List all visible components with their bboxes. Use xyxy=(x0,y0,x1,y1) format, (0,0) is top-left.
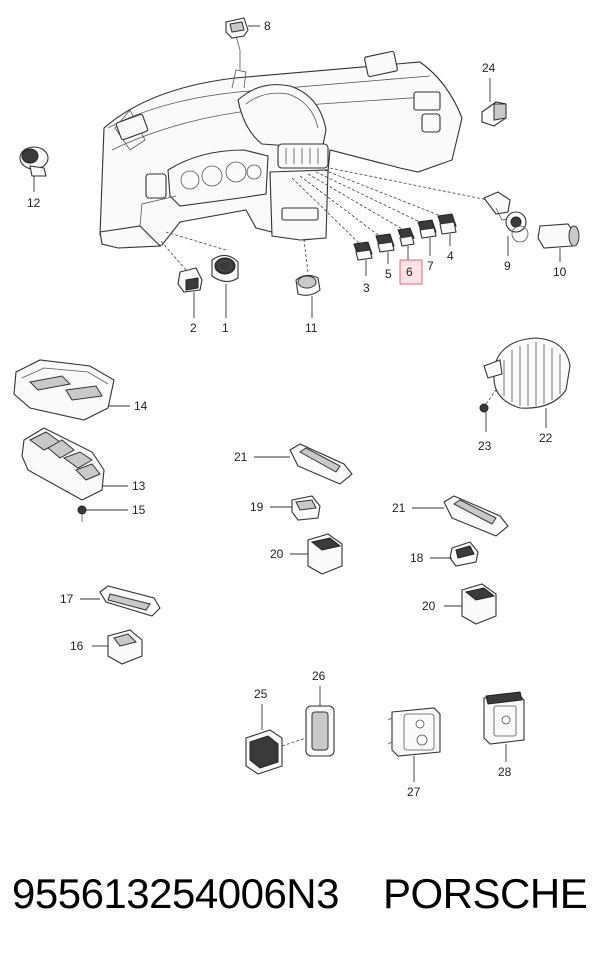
part-20-right: 20 xyxy=(422,583,497,625)
callout-23: 23 xyxy=(478,439,492,453)
callout-16: 16 xyxy=(70,639,84,653)
part-13: 13 xyxy=(21,427,146,501)
part-23: 23 xyxy=(478,389,497,453)
callout-11: 11 xyxy=(305,321,318,335)
callout-22: 22 xyxy=(539,431,553,445)
part-10: 10 xyxy=(537,223,580,279)
part-24: 24 xyxy=(481,61,507,127)
brand-name: PORSCHE xyxy=(383,870,588,917)
part-28: 28 xyxy=(483,691,525,779)
switch-row: 3 5 6 7 4 xyxy=(291,167,489,295)
callout-20-center: 20 xyxy=(270,547,284,561)
part-27: 27 xyxy=(387,707,441,799)
callout-5: 5 xyxy=(385,267,392,281)
callout-20-right: 20 xyxy=(422,599,436,613)
part-18: 18 xyxy=(410,541,479,567)
callout-13: 13 xyxy=(132,479,146,493)
part-17: 17 xyxy=(60,585,161,617)
part-19: 19 xyxy=(250,495,321,521)
callout-6: 6 xyxy=(406,265,413,279)
part-11: 11 xyxy=(295,239,321,335)
callout-14: 14 xyxy=(134,399,148,413)
callout-4: 4 xyxy=(447,249,454,263)
part-21-right: 21 xyxy=(392,495,509,537)
callout-21-right: 21 xyxy=(392,501,406,515)
callout-12: 12 xyxy=(27,196,41,210)
part-number: 955613254006N3 xyxy=(12,870,340,917)
part-12: 12 xyxy=(19,146,49,210)
callout-19: 19 xyxy=(250,500,264,514)
part-8: 8 xyxy=(225,17,271,39)
footer: 955613254006N3 PORSCHE xyxy=(12,862,592,926)
callout-25: 25 xyxy=(254,687,268,701)
callout-7: 7 xyxy=(427,259,434,273)
callout-26: 26 xyxy=(312,669,326,683)
callout-3: 3 xyxy=(363,281,370,295)
part-20-center: 20 xyxy=(270,533,343,575)
callout-18: 18 xyxy=(410,551,424,565)
callout-2: 2 xyxy=(190,321,197,335)
callout-9: 9 xyxy=(504,259,511,273)
part-21-center: 21 xyxy=(234,443,353,485)
part-14: 14 xyxy=(13,359,148,421)
part-15: 15 xyxy=(77,503,146,522)
part-9: 9 xyxy=(483,191,529,273)
part-1: 1 xyxy=(165,231,239,335)
callout-27: 27 xyxy=(407,785,421,799)
callout-21-center: 21 xyxy=(234,450,248,464)
part-25: 25 xyxy=(245,687,307,775)
callout-28: 28 xyxy=(498,765,512,779)
part-2: 2 xyxy=(159,239,203,335)
callout-6-highlight xyxy=(399,259,423,285)
part-16: 16 xyxy=(70,629,143,665)
part-22: 22 xyxy=(483,337,571,445)
callout-8: 8 xyxy=(264,19,271,33)
callout-1: 1 xyxy=(222,321,229,335)
callout-10: 10 xyxy=(553,265,567,279)
callout-15: 15 xyxy=(132,503,146,517)
callout-24: 24 xyxy=(482,61,496,75)
callout-17: 17 xyxy=(60,592,74,606)
part-26: 26 xyxy=(305,669,335,757)
dashboard-illustration xyxy=(99,35,463,249)
